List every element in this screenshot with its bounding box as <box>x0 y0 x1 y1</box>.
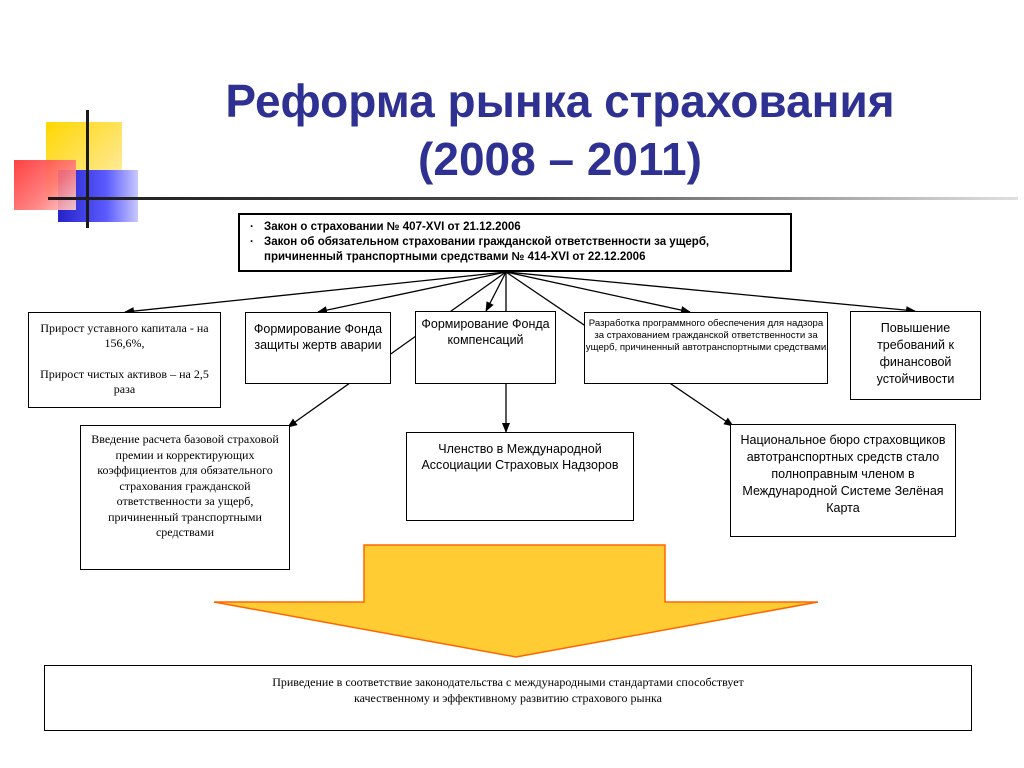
conclusion-line-1: Приведение в соответствие законодательст… <box>272 675 744 689</box>
capital-growth-text: Прирост уставного капитала - на 156,6%, <box>40 321 209 350</box>
iais-membership-box: Членство в Международной Ассоциации Стра… <box>406 432 634 521</box>
bullet-icon: · <box>250 236 254 248</box>
victims-fund-box: Формирование Фонда защиты жертв аварии <box>245 312 391 384</box>
base-premium-box: Введение расчета базовой страховой преми… <box>80 425 290 570</box>
law-item: ·Закон об обязательном страховании гражд… <box>250 236 710 263</box>
conclusion-line-2: качественному и эффективному развитию ст… <box>354 691 662 705</box>
capital-growth-box: Прирост уставного капитала - на 156,6%, … <box>28 312 221 408</box>
arrow-to-capital <box>124 271 507 316</box>
page-title: Реформа рынка страхования (2008 – 2011) <box>140 72 980 188</box>
laws-box: ·Закон о страховании № 407-XVI от 21.12.… <box>238 213 792 272</box>
conclusion-box: Приведение в соответствие законодательст… <box>44 665 972 731</box>
title-line-1: Реформа рынка страхования <box>225 75 895 127</box>
deco-red-square <box>14 160 76 210</box>
big-down-arrow <box>213 544 819 658</box>
arrow-to-premium <box>287 271 507 428</box>
arrow-to-requirements <box>505 271 916 315</box>
national-bureau-box: Национальное бюро страховщиков автотранс… <box>730 424 956 537</box>
arrow-to-software <box>505 271 691 314</box>
software-development-box: Разработка программного обеспечения для … <box>584 312 828 384</box>
compensation-fund-box: Формирование Фонда компенсаций <box>415 311 556 384</box>
deco-vertical-line <box>86 110 89 228</box>
financial-requirements-box: Повышение требований к финансовой устойч… <box>850 311 981 400</box>
deco-horizontal-line <box>48 197 1018 200</box>
title-line-2: (2008 – 2011) <box>418 133 702 185</box>
arrow-to-victims <box>317 271 507 315</box>
arrow-to-compensation <box>485 271 507 312</box>
net-assets-growth-text: Прирост чистых активов – на 2,5 раза <box>40 367 209 396</box>
bullet-icon: · <box>250 221 254 233</box>
law-item: ·Закон о страховании № 407-XVI от 21.12.… <box>250 221 521 233</box>
